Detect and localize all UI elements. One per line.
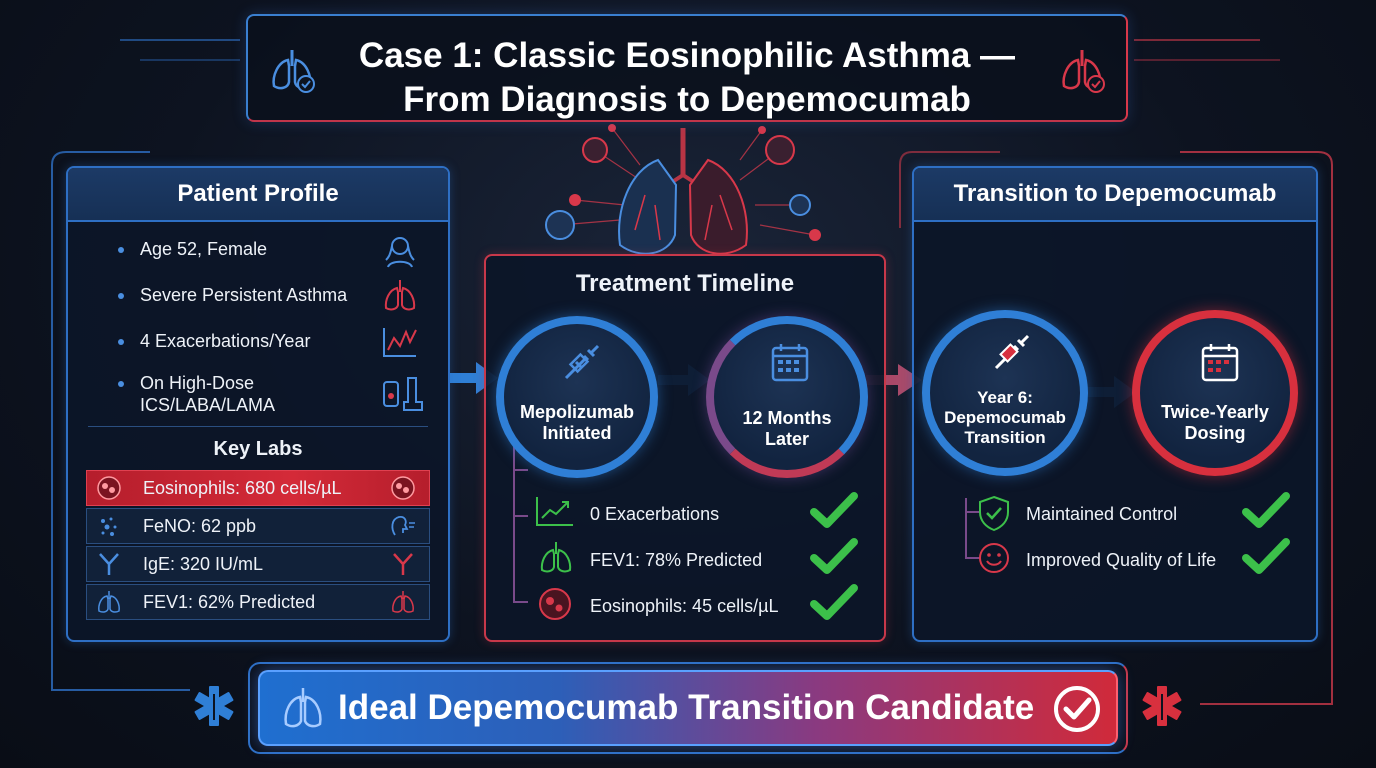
step-line-1: 12 Months [742, 408, 832, 428]
lab-text: IgE: 320 IU/mL [143, 554, 264, 574]
calendar-icon [1201, 344, 1239, 382]
result-row: Eosinophils: 45 cells/µL [534, 584, 864, 622]
profile-item-text: Severe Persistent Asthma [140, 285, 348, 305]
step-label: Twice-Yearly Dosing [1140, 402, 1290, 444]
eosinophil-cell-icon [391, 476, 415, 500]
medical-star-icon [194, 686, 234, 726]
profile-item-text: 4 Exacerbations/Year [140, 331, 311, 351]
medical-star-icon [1142, 686, 1182, 726]
lab-text: Eosinophils: 680 cells/µL [143, 478, 342, 498]
result-row: 0 Exacerbations [534, 492, 864, 530]
check-icon [1242, 538, 1290, 574]
title-box: Case 1: Classic Eosinophilic Asthma — Fr… [246, 14, 1128, 122]
lungs-icon [284, 688, 322, 728]
step-line-2: Depemocumab [944, 408, 1066, 427]
profile-item: Severe Persistent Asthma [68, 280, 448, 311]
patient-profile-heading: Patient Profile [68, 168, 448, 222]
cell-icon [539, 588, 571, 620]
lungs-icon [384, 280, 416, 311]
step-label: Year 6: Depemocumab Transition [930, 388, 1080, 448]
lungs-icon [392, 591, 414, 613]
check-icon [810, 584, 858, 620]
bullet [118, 381, 124, 387]
step-line-1: Twice-Yearly [1161, 402, 1269, 422]
step-line-2: Dosing [1184, 423, 1246, 443]
step-line-2: Initiated [542, 423, 612, 443]
lungs-icon [98, 591, 120, 613]
bullet [118, 247, 124, 253]
lab-text: FeNO: 62 ppb [143, 516, 257, 536]
step-line-3: Transition [964, 428, 1046, 447]
results-connector [965, 498, 980, 559]
smiley-face-icon [979, 543, 1009, 573]
particles-icon [101, 517, 117, 536]
check-icon [1242, 492, 1290, 528]
profile-item: On High-Dose ICS/LABA/LAMA [68, 372, 448, 416]
result-text: 0 Exacerbations [590, 504, 720, 524]
lab-row-ige: IgE: 320 IU/mL [86, 546, 430, 582]
lab-row-fev1: FEV1: 62% Predicted [86, 584, 430, 620]
result-text: FEV1: 78% Predicted [590, 550, 763, 570]
step-label: 12 Months Later [714, 408, 860, 450]
calendar-icon [771, 344, 809, 382]
banner-frame [248, 662, 1128, 754]
lab-text: FEV1: 62% Predicted [143, 592, 316, 612]
syringe-icon [994, 334, 1030, 370]
step-mepolizumab: Mepolizumab Initiated [496, 316, 658, 478]
lab-row-feno: FeNO: 62 ppb [86, 508, 430, 544]
bullet [118, 339, 124, 345]
bullet [118, 293, 124, 299]
divider [88, 426, 428, 427]
lungs-check-icon [272, 50, 315, 93]
check-icon [810, 492, 858, 528]
step-12-months: 12 Months Later [706, 316, 868, 478]
lungs-check-icon-red [1062, 50, 1105, 93]
lab-row-eosinophils: Eosinophils: 680 cells/µL [86, 470, 430, 506]
profile-item-line-1: On High-Dose [140, 373, 255, 393]
result-row: Improved Quality of Life [976, 538, 1298, 576]
result-row: FEV1: 78% Predicted [534, 538, 864, 576]
profile-item-text: Age 52, Female [140, 239, 268, 259]
result-text: Eosinophils: 45 cells/µL [590, 596, 779, 616]
eosinophil-cell-icon [97, 476, 121, 500]
syringe-icon [564, 344, 600, 380]
shield-check-icon [979, 495, 1009, 532]
antibody-icon [393, 553, 413, 575]
inhaler-icon [383, 377, 423, 411]
step-year-6-transition: Year 6: Depemocumab Transition [922, 310, 1088, 476]
key-labs-heading: Key Labs [213, 438, 303, 460]
profile-item: Age 52, Female [68, 237, 448, 268]
lungs-network-illustration [545, 124, 821, 255]
title-line-2: From Diagnosis to Depemocumab [403, 80, 971, 119]
breath-icon [391, 515, 415, 536]
woman-icon [385, 237, 415, 268]
trend-up-icon [536, 497, 573, 526]
page-title: Case 1: Classic Eosinophilic Asthma — Fr… [248, 34, 1126, 122]
transition-heading: Transition to Depemocumab [914, 168, 1316, 222]
banner-text: Ideal Depemocumab Transition Candidate [338, 688, 1035, 727]
profile-item: 4 Exacerbations/Year [68, 328, 448, 357]
antibody-icon [99, 553, 119, 575]
profile-item-line-2: ICS/LABA/LAMA [140, 395, 276, 415]
check-icon [810, 538, 858, 574]
step-line-1: Year 6: [977, 388, 1033, 407]
candidate-banner: Ideal Depemocumab Transition Candidate [258, 670, 1118, 746]
trend-chart-icon [383, 328, 417, 357]
treatment-timeline-heading: Treatment Timeline [575, 270, 795, 297]
check-circle-icon [1054, 686, 1100, 732]
result-text: Maintained Control [1026, 504, 1178, 524]
results-connector [513, 442, 528, 603]
step-line-2: Later [764, 429, 809, 449]
result-text: Improved Quality of Life [1026, 550, 1217, 570]
step-line-1: Mepolizumab [519, 402, 634, 422]
lungs-icon [540, 542, 572, 573]
title-line-1: Case 1: Classic Eosinophilic Asthma — [358, 36, 1016, 75]
profile-item-text: On High-Dose ICS/LABA/LAMA [140, 372, 275, 416]
step-label: Mepolizumab Initiated [504, 402, 650, 444]
result-row: Maintained Control [976, 492, 1298, 532]
step-twice-yearly: Twice-Yearly Dosing [1132, 310, 1298, 476]
